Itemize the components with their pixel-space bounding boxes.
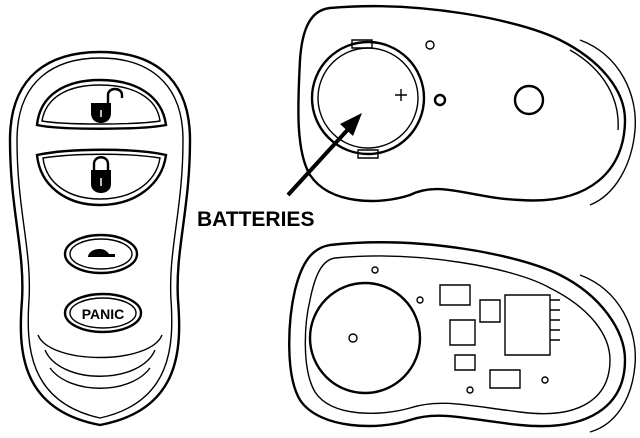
lock-button — [35, 148, 168, 207]
lock-icon — [91, 156, 111, 193]
battery-compartment-case — [297, 5, 637, 206]
unlock-button — [35, 78, 168, 130]
panic-button-label: PANIC — [82, 306, 125, 322]
panic-button — [63, 292, 143, 334]
trunk-icon — [88, 249, 115, 257]
unlock-icon — [91, 87, 124, 123]
batteries-label: BATTERIES — [197, 208, 314, 231]
circuit-board-case — [288, 241, 637, 433]
key-fob — [8, 50, 192, 427]
trunk-button — [63, 233, 139, 275]
battery-pointer-arrow — [286, 113, 362, 197]
